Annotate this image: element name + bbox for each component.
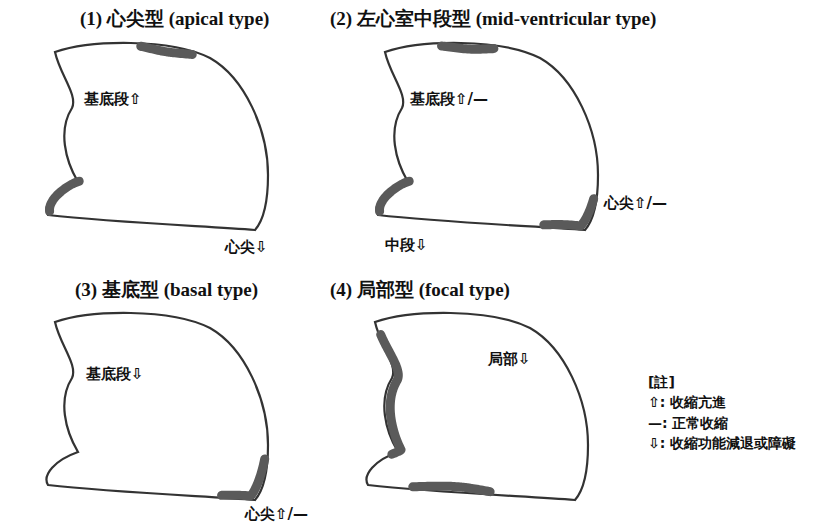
wall-shading [544,199,594,226]
wall-shading [222,459,265,496]
wall-shading [442,46,494,49]
label-anchor: 心尖⇩ [225,238,268,256]
panel-title: (4) 局部型 (focal type) [330,279,510,302]
legend-entry: ⇩: 收縮功能減退或障礙 [646,433,820,453]
label-anchor: 局部⇩ [488,350,531,368]
segment-label: 心尖⇧/— [604,194,667,212]
wall-shading [380,181,410,211]
ventricle-outline [0,265,330,528]
panel-title: (3) 基底型 (basal type) [75,279,258,302]
ventricle-wall [47,43,268,230]
ventricle-wall [47,313,268,500]
label-anchor: 心尖⇧/— [245,505,308,523]
label-anchor: (3) 基底型 (basal type) [75,279,258,302]
label-anchor: (4) 局部型 (focal type) [330,279,510,302]
wall-shading [50,181,80,211]
label-anchor: 基底段⇩ [86,365,144,383]
ventricle-panel: (2) 左心室中段型 (mid-ventricular type) 基底段⇧/— 中… [330,0,660,262]
ventricle-wall [367,313,588,500]
ventricle-outline [330,0,660,262]
wall-shading [413,486,490,492]
legend-entry: —: 正常收縮 [646,413,820,433]
label-anchor: 心尖⇧/— [604,194,667,212]
label-anchor: 基底段⇧ [84,90,142,108]
label-anchor: 中段⇩ [385,236,428,254]
ventricle-panel: (4) 局部型 (focal type) 局部⇩ [330,265,630,528]
label-anchor: 基底段⇧/— [410,90,488,108]
label-anchor: (1) 心尖型 (apical type) [80,8,269,31]
panel-title: (1) 心尖型 (apical type) [80,8,269,31]
segment-label: 心尖⇧/— [245,505,308,523]
wall-shading [381,335,401,455]
legend-entry: ⇧: 收縮亢進 [646,392,820,412]
label-anchor: (2) 左心室中段型 (mid-ventricular type) [330,8,656,31]
segment-label: 基底段⇧ [84,90,142,108]
segment-label: 中段⇩ [385,236,428,254]
segment-label: 基底段⇩ [86,365,144,383]
ventricle-outline [330,265,630,528]
ventricle-panel: (1) 心尖型 (apical type) 基底段⇧ 心尖⇩ [0,0,330,262]
wall-shading [141,46,193,54]
segment-label: 局部⇩ [488,350,531,368]
panel-title: (2) 左心室中段型 (mid-ventricular type) [330,8,656,31]
ventricle-outline [0,0,330,262]
note-heading: [註] [646,372,820,392]
legend-box: [註]⇧: 收縮亢進—: 正常收縮⇩: 收縮功能減退或障礙 [646,372,820,453]
segment-label: 心尖⇩ [225,238,268,256]
segment-label: 基底段⇧/— [410,90,488,108]
ventricle-panel: (3) 基底型 (basal type) 基底段⇩ 心尖⇧/— [0,265,330,528]
ventricle-wall [377,43,598,230]
